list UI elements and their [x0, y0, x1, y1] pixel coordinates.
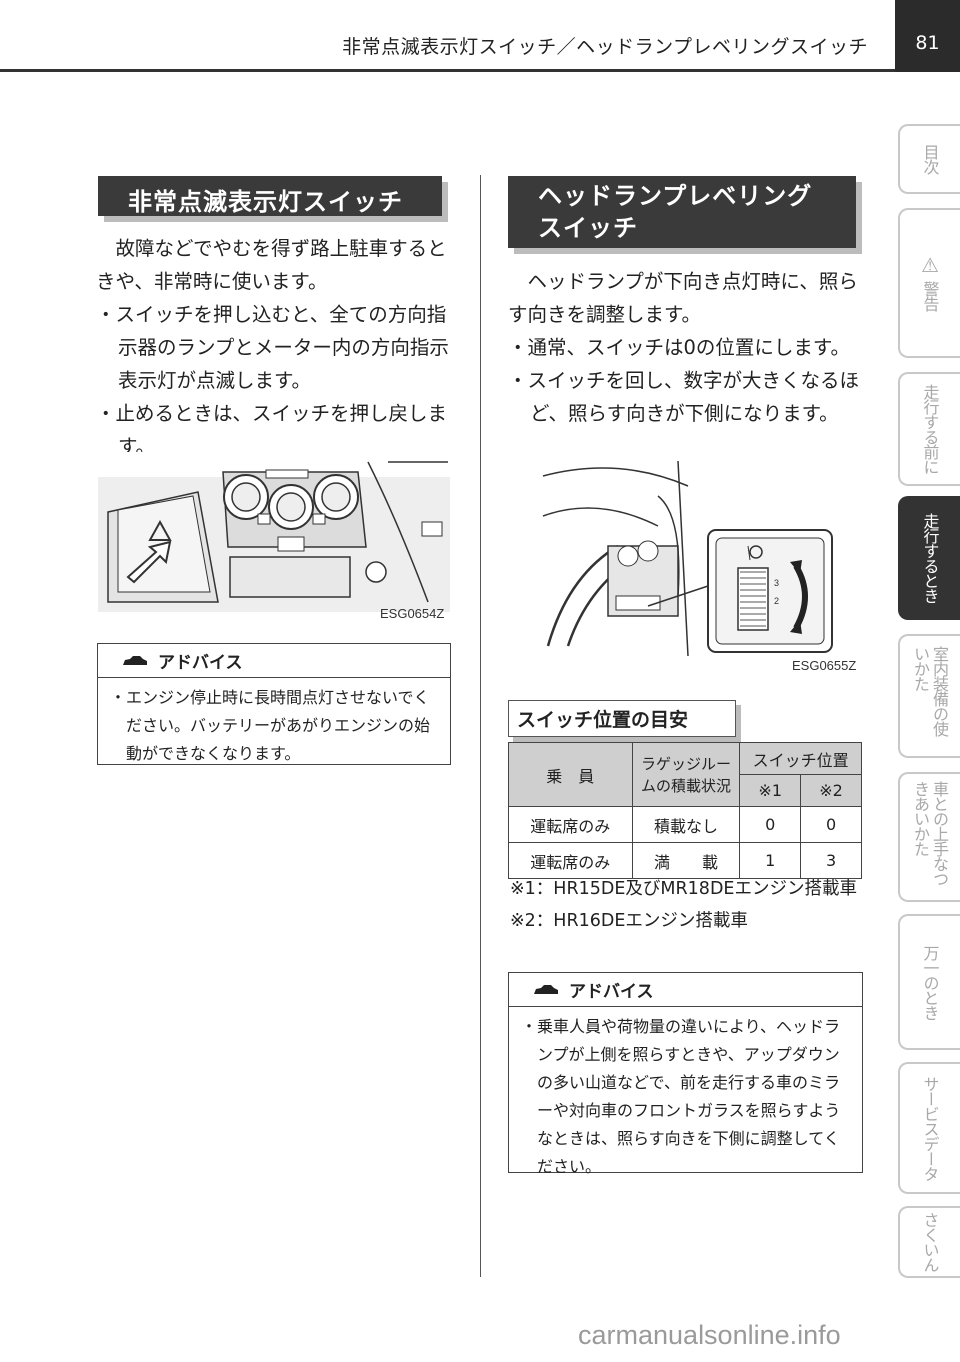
table-notes: ※1：HR15DE及びMR18DEエンジン搭載車 ※2：HR16DEエンジン搭載… — [510, 874, 870, 936]
hazard-description: 故障などでやむを得ず路上駐車するときや、非常時に使います。 ・スイッチを押し込む… — [96, 232, 456, 463]
nav-tab-label: サービスデータ — [920, 1075, 940, 1181]
nav-tab-warning[interactable]: ⚠ 警告 — [898, 208, 960, 358]
page-header-title: 非常点滅表示灯スイッチ／ヘッドランプレベリングスイッチ — [342, 36, 868, 58]
table-header-switch-position: スイッチ位置 — [739, 742, 862, 775]
hazard-switch-illustration — [98, 452, 450, 612]
figure-caption: ESG0654Z — [380, 606, 445, 621]
leveling-description: ヘッドランプが下向き点灯時に、照らす向きを調整します。 ・通常、スイッチは0の位… — [508, 265, 868, 430]
figure-caption: ESG0655Z — [792, 658, 857, 673]
nav-tab-while-driving[interactable]: 走行するとき — [898, 496, 960, 620]
section-heading-text: 非常点滅表示灯スイッチ — [128, 188, 403, 216]
table-header-passenger: 乗 員 — [508, 742, 633, 807]
table-cell: 満 載 — [631, 842, 741, 879]
column-divider — [480, 175, 481, 1277]
nav-tab-label: 警告 — [920, 280, 940, 311]
table-cell: 3 — [800, 842, 862, 879]
nav-tab-service-data[interactable]: サービスデータ — [898, 1062, 960, 1194]
section-heading-line: ヘッドランプレベリング — [538, 182, 813, 210]
advice-header: アドバイス — [98, 644, 450, 678]
svg-text:3: 3 — [774, 578, 779, 588]
warning-triangle-icon: ⚠ — [921, 252, 939, 277]
section-heading-line: スイッチ — [538, 214, 638, 242]
table-header-luggage: ラゲッジルームの積載状況 — [631, 742, 741, 807]
leveling-switch-illustration: 3 2 — [542, 460, 833, 656]
nav-tab-label: 室内装備の使いかた — [911, 646, 949, 736]
table-cell: 運転席のみ — [508, 806, 633, 843]
bullet-item: ・スイッチを回し、数字が大きくなるほど、照らす向きが下側になります。 — [508, 369, 860, 425]
table-cell: 0 — [800, 806, 862, 843]
nav-tab-label: さくいん — [920, 1212, 940, 1272]
nav-tab-label: 走行する前に — [920, 384, 940, 474]
section-heading-hazard: 非常点滅表示灯スイッチ — [98, 176, 442, 216]
table-header-note1: ※1 — [739, 774, 802, 807]
nav-tab-label: 走行するとき — [920, 513, 940, 603]
advice-title: アドバイス — [158, 653, 243, 673]
table-row: 運転席のみ 積載なし 0 0 — [508, 806, 862, 843]
advice-body: ・乗車人員や荷物量の違いにより、ヘッドランプが上側を照らすときや、アップダウンの… — [509, 1007, 862, 1189]
nav-tab-label: 目次 — [920, 144, 940, 174]
bullet-item: ・通常、スイッチは0の位置にします。 — [508, 336, 850, 359]
nav-tab-before-driving[interactable]: 走行する前に — [898, 372, 960, 486]
nav-tab-contents[interactable]: 目次 — [898, 124, 960, 194]
table-cell: 1 — [739, 842, 802, 879]
nav-tab-index[interactable]: さくいん — [898, 1206, 960, 1278]
header-rule — [0, 69, 895, 72]
advice-header: アドバイス — [509, 973, 862, 1007]
watermark: carmanualsonline.info — [578, 1320, 841, 1350]
switch-position-table: 乗 員 ラゲッジルームの積載状況 スイッチ位置 ※1 ※2 運転席のみ 積載なし… — [508, 742, 862, 879]
car-icon — [123, 655, 147, 665]
nav-tab-emergency[interactable]: 万一のとき — [898, 914, 960, 1050]
table-cell: 積載なし — [631, 806, 741, 843]
advice-item: ・エンジン停止時に長時間点灯させないでください。バッテリーがあがりエンジンの始動… — [110, 688, 431, 763]
intro-text: 故障などでやむを得ず路上駐車するときや、非常時に使います。 — [96, 237, 447, 293]
section-heading-headlamp-leveling: ヘッドランプレベリング スイッチ — [508, 176, 856, 248]
advice-box-leveling: アドバイス ・乗車人員や荷物量の違いにより、ヘッドランプが上側を照らすときや、ア… — [508, 972, 863, 1176]
nav-tab-label: 万一のとき — [920, 944, 940, 1020]
intro-text: ヘッドランプが下向き点灯時に、照らす向きを調整します。 — [508, 270, 858, 326]
table-header-note2: ※2 — [800, 774, 862, 807]
table-cell: 0 — [739, 806, 802, 843]
note-item: ※2：HR16DEエンジン搭載車 — [510, 911, 748, 931]
advice-box-hazard: アドバイス ・エンジン停止時に長時間点灯させないでください。バッテリーがあがりエ… — [97, 643, 451, 765]
nav-tab-label: 車との上手なつきあいかた — [911, 781, 949, 886]
table-cell: 運転席のみ — [508, 842, 633, 879]
table-row: 運転席のみ 満 載 1 3 — [508, 842, 862, 879]
advice-item: ・乗車人員や荷物量の違いにより、ヘッドランプが上側を照らすときや、アップダウンの… — [521, 1017, 841, 1176]
advice-body: ・エンジン停止時に長時間点灯させないでください。バッテリーがあがりエンジンの始動… — [98, 678, 450, 776]
svg-text:2: 2 — [774, 596, 779, 606]
advice-title: アドバイス — [569, 982, 654, 1002]
switch-position-subheading: スイッチ位置の目安 — [508, 700, 736, 737]
note-item: ※1：HR15DE及びMR18DEエンジン搭載車 — [510, 879, 857, 899]
car-icon — [534, 984, 558, 994]
nav-tab-interior[interactable]: 室内装備の使いかた — [898, 634, 960, 758]
bullet-item: ・スイッチを押し込むと、全ての方向指示器のランプとメーター内の方向指示表示灯が点… — [96, 303, 449, 392]
page-number: 81 — [895, 0, 960, 72]
nav-tab-car-care[interactable]: 車との上手なつきあいかた — [898, 772, 960, 902]
